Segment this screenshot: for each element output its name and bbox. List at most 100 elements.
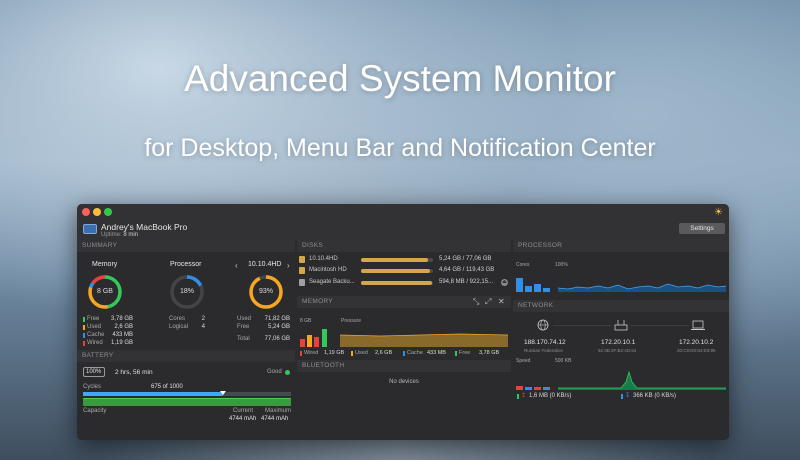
upload-total: 1,6 MB (0 KB/s) bbox=[529, 393, 572, 399]
disk-bar bbox=[361, 258, 433, 262]
disks-header: DISKS bbox=[297, 240, 511, 252]
eject-icon[interactable]: ⏏ bbox=[501, 279, 508, 286]
core-2-bar bbox=[525, 286, 532, 292]
network-panel: NETWORK 188.170.74.12 Russian Federation… bbox=[513, 300, 729, 440]
processor-usage-line bbox=[557, 283, 727, 290]
disk-bar bbox=[361, 269, 433, 273]
close-window-button[interactable] bbox=[82, 208, 90, 216]
logical-label: Logical bbox=[169, 324, 189, 330]
summary-header: SUMMARY bbox=[77, 240, 295, 252]
disk-used-value: 71,82 GB bbox=[264, 316, 290, 322]
collapse-icon[interactable]: ⤢ bbox=[485, 297, 492, 306]
processor-donut bbox=[170, 275, 204, 309]
legend-free-swatch bbox=[455, 351, 457, 356]
disks-panel: DISKS 10.10.4HD 5,24 GB / 77,06 GB Macin… bbox=[297, 240, 511, 294]
download-traffic-area bbox=[558, 372, 726, 390]
router-ip: 172.20.10.1 bbox=[601, 339, 636, 346]
battery-status: Good bbox=[267, 369, 282, 375]
disk-free-value: 5,24 GB bbox=[267, 324, 290, 330]
disk-row[interactable]: Seagate Backu... 594,8 MB / 922,15... ⏏ bbox=[299, 278, 509, 288]
disk-name: 10.10.4HD bbox=[309, 256, 338, 262]
globe-icon bbox=[537, 319, 549, 331]
headline: Advanced System Monitor bbox=[184, 58, 616, 99]
core-3-bar bbox=[534, 284, 541, 292]
disk-bar bbox=[361, 281, 433, 285]
upload-swatch bbox=[517, 394, 519, 399]
chevron-right-icon[interactable]: › bbox=[287, 261, 290, 270]
processor-header: PROCESSOR bbox=[513, 240, 729, 252]
close-icon[interactable]: ✕ bbox=[498, 297, 505, 306]
core-1-bar bbox=[516, 278, 523, 292]
pressure-line bbox=[339, 333, 509, 337]
legend-used-label: Used bbox=[355, 350, 368, 356]
wan-ip: 188.170.74.12 bbox=[524, 339, 566, 346]
disk-row[interactable]: 10.10.4HD 5,24 GB / 77,06 GB bbox=[299, 255, 509, 265]
uptime-label: Uptime: bbox=[101, 232, 122, 238]
settings-button[interactable]: Settings bbox=[679, 223, 725, 234]
zoom-window-button[interactable] bbox=[104, 208, 112, 216]
processor-title: Processor bbox=[170, 261, 202, 268]
minimize-window-button[interactable] bbox=[93, 208, 101, 216]
memory-scale: 8 GB bbox=[300, 318, 312, 324]
memory-free-swatch bbox=[83, 317, 85, 322]
download-bar bbox=[525, 387, 532, 390]
memory-header: MEMORY bbox=[297, 296, 511, 308]
disk-used-label: Used bbox=[237, 316, 252, 322]
cycles-bar-fill bbox=[83, 392, 224, 396]
network-header: NETWORK bbox=[513, 300, 729, 312]
disk-bar-fill bbox=[361, 281, 433, 285]
legend-wired-value: 1,19 GB bbox=[324, 350, 345, 356]
network-scale: 500 KB bbox=[555, 358, 572, 364]
legend-free-value: 3,78 GB bbox=[479, 350, 500, 356]
battery-header: BATTERY bbox=[77, 350, 295, 362]
disk-usage: 93% bbox=[258, 288, 273, 295]
memory-cache-swatch bbox=[83, 333, 85, 338]
laptop-icon bbox=[691, 320, 705, 330]
disk-bar-fill bbox=[361, 269, 431, 273]
disk-bar-fill bbox=[361, 258, 428, 262]
legend-wired-swatch bbox=[300, 351, 302, 356]
memory-used-label: Used bbox=[87, 324, 102, 330]
disk-space: 594,8 MB / 922,15... bbox=[439, 279, 494, 285]
drive-icon bbox=[299, 256, 305, 263]
logical-value: 4 bbox=[201, 324, 205, 330]
processor-usage-area bbox=[558, 284, 726, 292]
sun-icon[interactable]: ☀ bbox=[714, 207, 723, 218]
memory-title: Memory bbox=[92, 261, 118, 268]
battery-icon bbox=[83, 367, 105, 377]
disk-row[interactable]: Macintosh HD 4,64 GB / 119,43 GB bbox=[299, 266, 509, 276]
router-icon bbox=[614, 320, 628, 331]
disk-free-label: Free bbox=[237, 324, 250, 330]
expand-icon[interactable]: ⤡ bbox=[473, 297, 480, 306]
legend-cache-label: Cache bbox=[407, 350, 423, 356]
uptime-value: 8 min bbox=[123, 232, 139, 238]
router-mac: 92:3B:2F:B2:4D:64 bbox=[598, 348, 637, 353]
disk-name: Macintosh HD bbox=[309, 267, 347, 273]
memory-wired-swatch bbox=[83, 341, 85, 346]
bluetooth-empty-message: No devices bbox=[389, 379, 419, 385]
legend-free-label: Free bbox=[459, 350, 471, 356]
memory-history-chart bbox=[300, 329, 509, 347]
battery-percent: 100% bbox=[86, 369, 102, 375]
download-traffic-line bbox=[558, 370, 726, 389]
battery-time: 2 hrs, 56 min bbox=[115, 369, 153, 376]
wan-location: Russian Federation bbox=[524, 348, 564, 353]
memory-cache-label: Cache bbox=[87, 332, 105, 338]
local-ip: 172.20.10.2 bbox=[679, 339, 714, 346]
memory-free-value: 3,78 GB bbox=[110, 316, 133, 322]
uptime: Uptime: 8 min bbox=[101, 232, 138, 238]
disk-name: Seagate Backu... bbox=[309, 279, 355, 285]
network-history-chart bbox=[516, 370, 726, 390]
disk-donut bbox=[249, 275, 283, 309]
memory-used-value: 2,6 GB bbox=[114, 324, 133, 330]
maximum-label: Maximum bbox=[265, 408, 292, 414]
download-bar bbox=[543, 387, 550, 390]
chevron-left-icon[interactable]: ‹ bbox=[235, 261, 238, 270]
title-bar: Andrey's MacBook Pro Uptime: 8 min ☀ Set… bbox=[77, 204, 729, 240]
cycles-value: 675 of 1000 bbox=[151, 384, 183, 390]
used-bar bbox=[307, 335, 312, 347]
upload-arrow-icon: ↥ bbox=[521, 393, 527, 399]
battery-status-indicator bbox=[285, 370, 290, 375]
